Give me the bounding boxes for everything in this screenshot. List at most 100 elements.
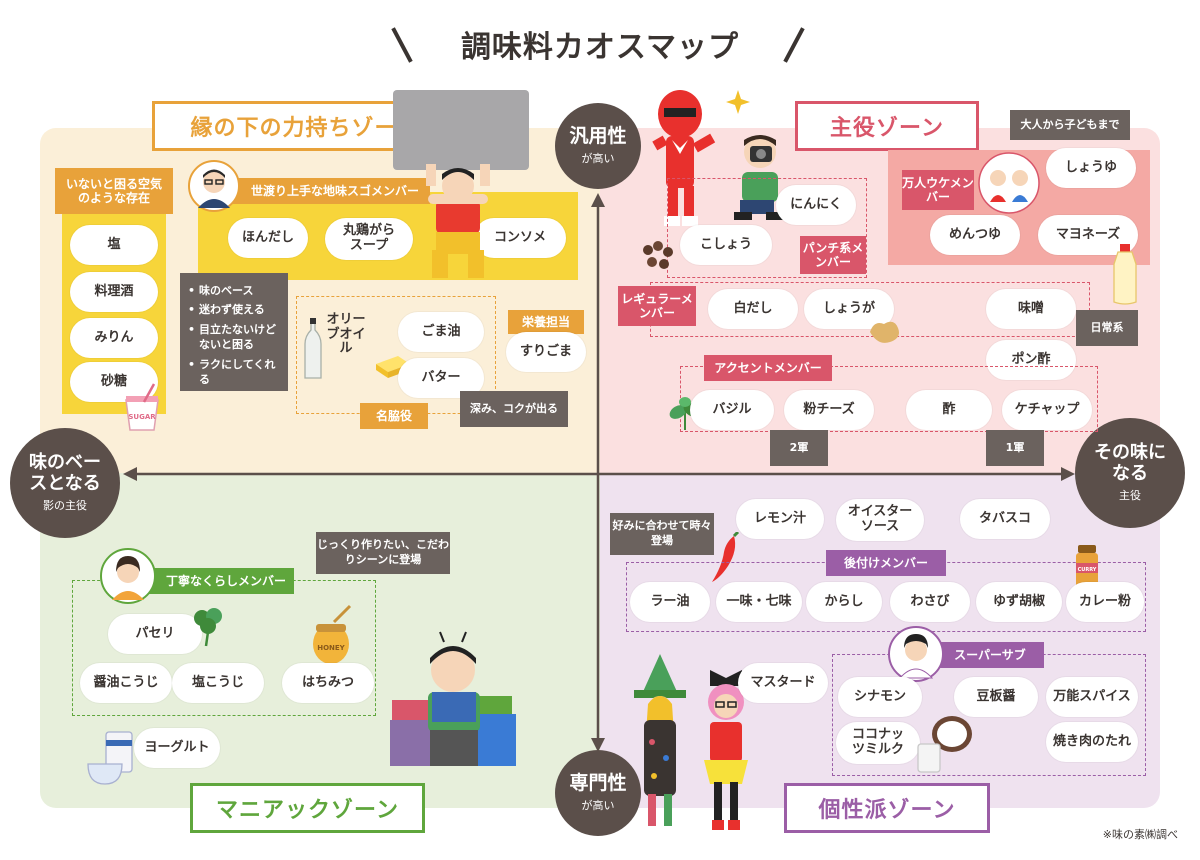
mustard-label: マスタード <box>738 663 828 703</box>
yogurt-label: ヨーグルト <box>134 728 220 768</box>
atozuke-label: 後付けメンバー <box>826 550 946 576</box>
coconut-icon <box>917 716 972 773</box>
punch-box <box>667 178 867 278</box>
axis-bottom-main: 専門性 <box>569 771 627 794</box>
meiwaki-item-olive: オリーブオイル <box>326 311 366 357</box>
page-title: 調味料カオスマップ <box>460 30 740 65</box>
punk-girl-illustration <box>704 670 748 830</box>
chili-icon <box>712 532 740 582</box>
sugo-note-1: •迷わず使える <box>188 303 265 317</box>
honey-pot-icon: HONEY <box>313 604 352 664</box>
zone-label-top-right: 主役ゾーン <box>795 101 979 151</box>
sugo-note-2: •目立たないけどないと困る <box>188 322 277 352</box>
eiyo-item-surigoma: すりごま <box>506 332 586 372</box>
bannin-item-shoyu: しょうゆ <box>1046 148 1136 188</box>
accent-item-konacheese: 粉チーズ <box>784 390 874 430</box>
ginger-icon <box>870 321 899 343</box>
accent-item-su: 酢 <box>906 390 992 430</box>
olive-oil-bottle-icon <box>304 318 322 379</box>
atozuke-item-ichimi: 一味・七味 <box>716 582 802 622</box>
gun1-note: 1軍 <box>986 430 1044 466</box>
axis-right-circle: その味になる 主役 <box>1075 418 1185 528</box>
air-label: いないと困る空気のような存在 <box>55 168 173 214</box>
yogurt-icon <box>87 731 133 785</box>
honey-pot-label: HONEY <box>317 644 345 652</box>
top-item-oyster: オイスターソース <box>836 499 924 541</box>
axis-left-sub: 影の主役 <box>43 499 87 513</box>
hero-illustration <box>652 90 716 226</box>
sugo-notes-box: •味のベース •迷わず使える •目立たないけどないと困る •ラクにしてくれる <box>180 273 288 391</box>
photographer-illustration <box>734 135 786 220</box>
zone-label-bottom-left: マニアックゾーン <box>190 783 425 833</box>
accent-item-ketchup: ケチャップ <box>1002 390 1092 430</box>
sugo-item-hondashi: ほんだし <box>228 218 308 258</box>
accent-item-basil: バジル <box>690 390 774 430</box>
meiwaki-item-gomaabura: ごま油 <box>398 312 484 352</box>
axis-left-main: 味のベースとなる <box>29 451 101 494</box>
strongman-illustration <box>426 164 490 278</box>
teinei-item-shoyukoji: 醤油こうじ <box>80 663 172 703</box>
supersub-item-banno: 万能スパイス <box>1046 677 1138 717</box>
atozuke-item-karashi: からし <box>806 582 882 622</box>
top-item-lemon: レモン汁 <box>736 499 824 539</box>
regular-item-miso: 味噌 <box>986 289 1076 329</box>
teinei-label: 丁寧なくらしメンバー <box>138 568 294 594</box>
sparkle-icon <box>726 90 750 114</box>
air-item-mirin: みりん <box>70 318 158 358</box>
gun2-note: 2軍 <box>770 430 828 466</box>
regular-item-ponzu: ポン酢 <box>986 340 1076 380</box>
eiyo-label: 栄養担当 <box>508 310 584 334</box>
axis-top-circle: 汎用性 が高い <box>555 103 641 189</box>
sugo-label: 世渡り上手な地味スゴメンバー <box>210 178 430 204</box>
curry-bottle-label: CURRY <box>1078 567 1097 573</box>
woman-icon <box>100 548 156 604</box>
supersub-item-yakiniku: 焼き肉のたれ <box>1046 722 1138 762</box>
punch-item-kosho: こしょう <box>680 225 772 265</box>
spoon-icon <box>142 383 156 403</box>
parsley-icon <box>194 608 222 647</box>
air-item-sato: 砂糖 <box>70 362 158 402</box>
supersub-label: スーパーサブ <box>926 642 1044 668</box>
curry-bottle-icon: CURRY <box>1076 545 1098 587</box>
teinei-item-parsley: パセリ <box>108 614 202 654</box>
teinei-item-hachimitsu: はちみつ <box>282 663 374 703</box>
sugo-item-consomme: コンソメ <box>474 218 566 258</box>
accent-label: アクセントメンバー <box>704 355 832 381</box>
woman-supersub-icon <box>888 626 944 682</box>
sugar-icon: SUGAR <box>125 396 159 431</box>
regular-label: レギュラーメンバー <box>618 286 696 326</box>
nichijo-note: 日常系 <box>1076 310 1138 346</box>
regular-item-shirodashi: 白だし <box>708 289 798 329</box>
bannin-item-mentsuyu: めんつゆ <box>930 215 1020 255</box>
axis-right-sub: 主役 <box>1119 489 1141 503</box>
koku-note: 深み、コクが出る <box>460 391 568 427</box>
atozuke-item-curry: カレー粉 <box>1066 582 1144 622</box>
supersub-item-cinnamon: シナモン <box>838 677 922 717</box>
konomi-note: 好みに合わせて時々登場 <box>610 513 714 555</box>
man-glasses-icon <box>188 160 240 212</box>
zone-label-bottom-right: 個性派ゾーン <box>784 783 990 833</box>
supersub-item-tobanjan: 豆板醤 <box>954 677 1038 717</box>
axis-bottom-circle: 専門性 が高い <box>555 750 641 836</box>
regular-item-shoga: しょうが <box>804 289 894 329</box>
peppercorn-icon <box>643 241 673 269</box>
atozuke-item-yuzukosho: ゆず胡椒 <box>976 582 1062 622</box>
sugo-item-torigara: 丸鶏がらスープ <box>325 218 413 260</box>
bannin-label: 万人ウケメンバー <box>902 170 974 210</box>
top-item-tabasco: タバスコ <box>960 499 1050 539</box>
bannin-note: 大人から子どもまで <box>1010 110 1130 140</box>
axis-bottom-sub: が高い <box>581 799 615 813</box>
meiwaki-item-butter: バター <box>398 358 484 398</box>
footnote: ※味の素㈱調べ <box>1102 828 1178 841</box>
meiwaki-label: 名脇役 <box>360 403 428 429</box>
supersub-item-coconut: ココナッツミルク <box>836 722 920 764</box>
teinei-note: じっくり作りたい、こだわりシーンに登場 <box>316 532 450 574</box>
atozuke-item-rayu: ラー油 <box>630 582 710 622</box>
punch-label: パンチ系メンバー <box>800 236 866 274</box>
sugar-icon-label: SUGAR <box>128 413 156 421</box>
punch-item-ninniku: にんにく <box>776 185 856 225</box>
axis-left-circle: 味のベースとなる 影の主役 <box>10 428 120 538</box>
sugo-note-3: •ラクにしてくれる <box>188 357 276 386</box>
axis-top-main: 汎用性 <box>569 124 627 147</box>
